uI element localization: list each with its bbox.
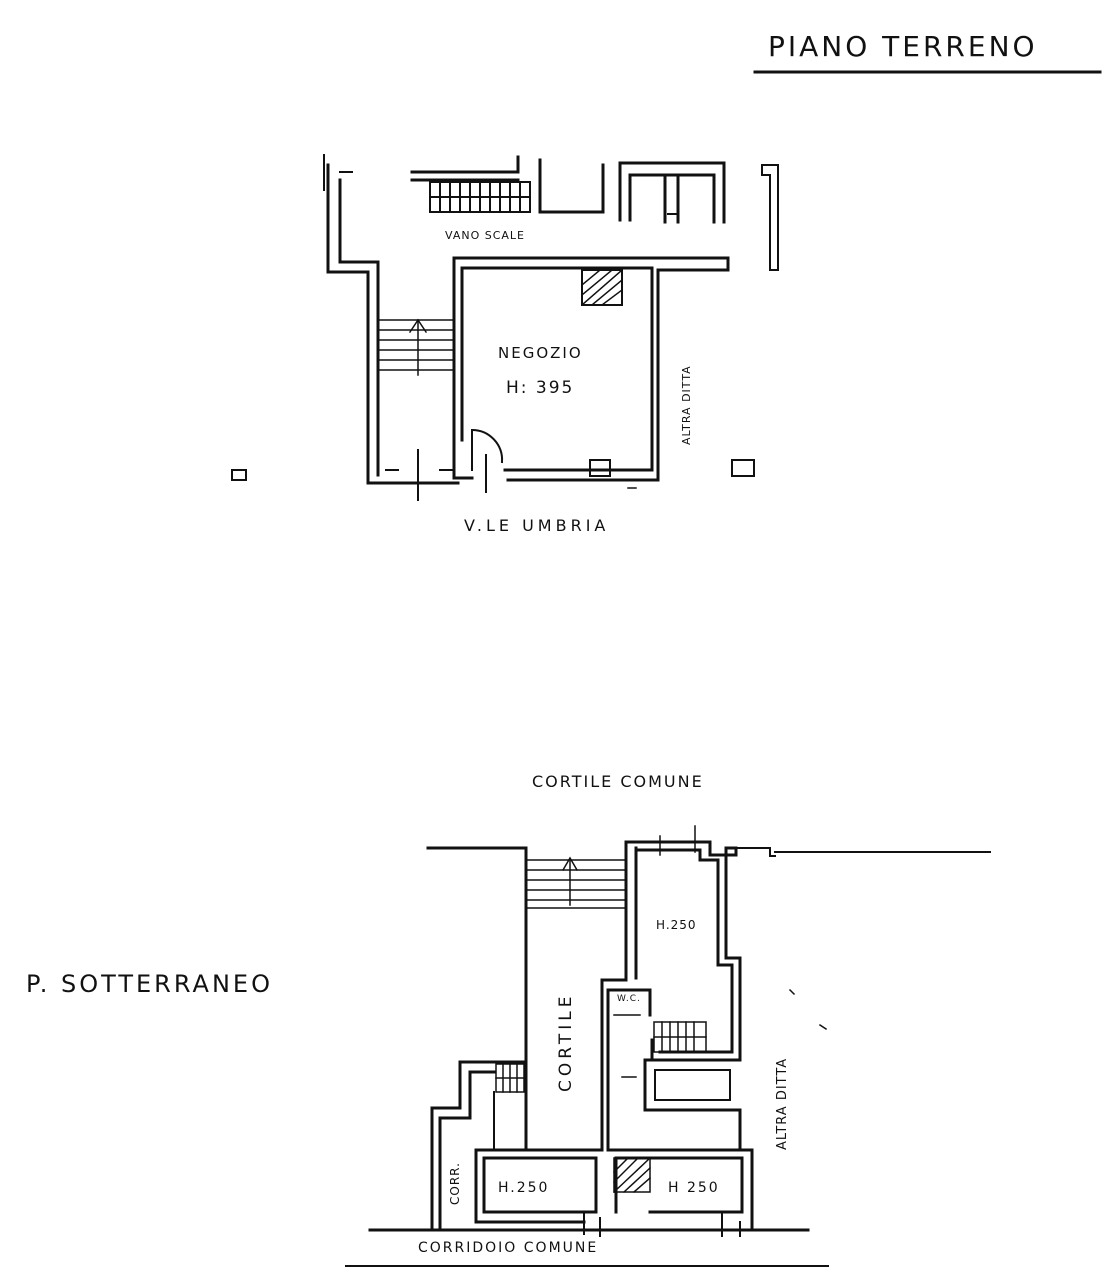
ground-top-right-block <box>618 161 726 224</box>
basement-room-bottom-right <box>606 1148 754 1232</box>
ground-marker-right <box>731 459 755 477</box>
basement-middle-corridor <box>643 1058 742 1152</box>
basement-room-bottom-left <box>474 1148 602 1224</box>
corridor-label: CORRIDOIO COMUNE <box>418 1240 599 1256</box>
shop-door-swing <box>470 428 504 464</box>
basement-left-stepped-wall <box>430 1060 528 1232</box>
stairwell-top-block <box>410 155 520 174</box>
shop-inner-wall <box>460 266 654 472</box>
basement-neighbor-label: ALTRA DITTA <box>775 1057 790 1150</box>
basement-room-right-height: H 250 <box>668 1180 720 1196</box>
shop-name-label: NEGOZIO <box>498 344 583 362</box>
ground-neighbor-label: ALTRA DITTA <box>680 365 693 445</box>
ground-left-wall-inner <box>338 178 380 477</box>
shop-height-label: H: 395 <box>506 378 575 398</box>
ground-marker-left <box>231 469 247 481</box>
shop-outer-wall <box>452 256 730 482</box>
street-label: V.LE UMBRIA <box>464 516 610 535</box>
ground-left-wall <box>326 163 460 485</box>
shop-pillar <box>589 459 611 477</box>
basement-left-stair <box>495 1063 525 1093</box>
basement-stair-wc <box>653 1021 707 1053</box>
courtyard-stair <box>525 856 627 909</box>
stairwell-label: VANO SCALE <box>445 229 525 242</box>
wc-label: W.C. <box>617 994 641 1004</box>
basement-room-top <box>624 840 742 1062</box>
ground-floor-title: PIANO TERRENO <box>768 30 1038 63</box>
courtyard-right-wall <box>600 846 628 1152</box>
basement-title: P. SOTTERRANEO <box>26 970 273 998</box>
basement-bottom-stair <box>612 1156 652 1194</box>
courtyard-top-label: CORTILE COMUNE <box>532 772 704 791</box>
corridor-short-label: CORR. <box>448 1162 462 1205</box>
wc-block <box>606 988 652 1152</box>
ground-entry-stair <box>379 318 453 376</box>
courtyard-label: CORTILE <box>556 992 576 1092</box>
basement-room-top-height: H.250 <box>656 918 697 932</box>
basement-room-left-height: H.250 <box>498 1180 550 1196</box>
ground-far-right-pillar <box>761 164 779 271</box>
